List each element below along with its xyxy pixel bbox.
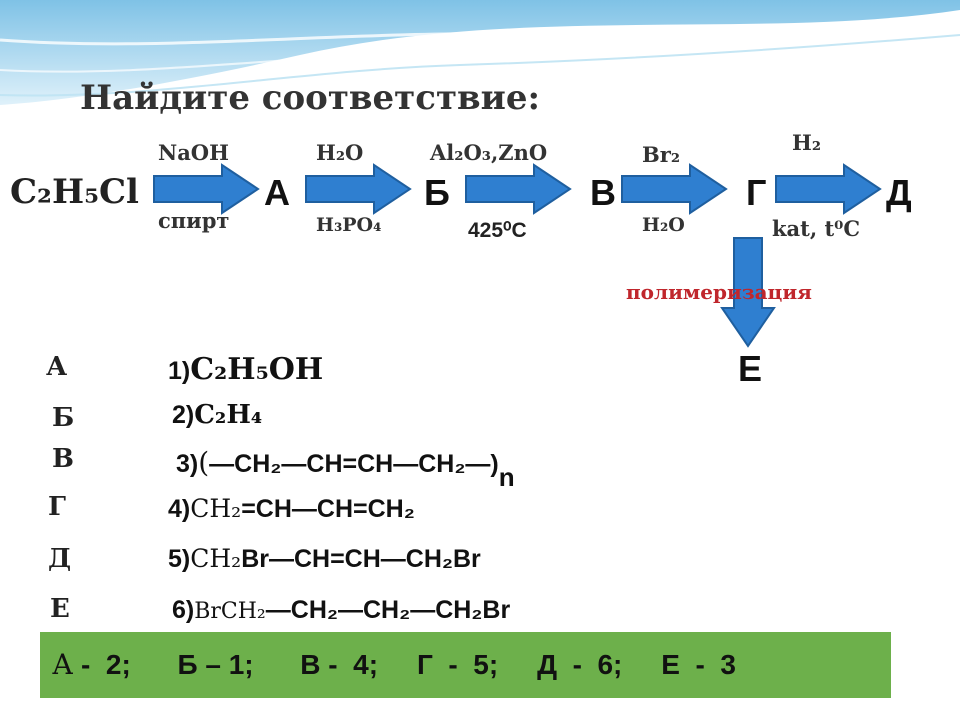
starting-compound: C₂H₅Cl bbox=[10, 172, 139, 212]
reaction-arrow-1-icon bbox=[153, 163, 260, 215]
node-e: Е bbox=[738, 348, 763, 389]
condition-top-3: Al₂O₃,ZnO bbox=[430, 140, 548, 165]
condition-bottom-2: H₃PO₄ bbox=[316, 214, 382, 236]
option-2: 2)C₂H₄ bbox=[172, 400, 262, 430]
node-a: А bbox=[264, 172, 290, 213]
option-6: 6)BrCH₂—CH₂—CH₂—CH₂Br bbox=[172, 596, 510, 625]
option-6-num: 6) bbox=[172, 596, 195, 624]
option-4-formula: =CH—CH=CH₂ bbox=[241, 495, 415, 523]
condition-bottom-5: kat, t⁰C bbox=[772, 216, 861, 241]
option-5-formula: Br—CH=CH—CH₂Br bbox=[241, 545, 481, 573]
condition-top-5: H₂ bbox=[792, 130, 822, 155]
letter-e: Е bbox=[50, 594, 70, 624]
option-4-num: 4) bbox=[168, 495, 191, 523]
option-4: 4)CH₂=CH—CH=CH₂ bbox=[168, 494, 415, 524]
letter-g: Г bbox=[48, 492, 66, 522]
reaction-arrow-5-icon bbox=[775, 163, 882, 215]
reaction-arrow-4-icon bbox=[621, 163, 728, 215]
condition-top-4: Br₂ bbox=[642, 142, 681, 167]
node-v: В bbox=[590, 172, 616, 213]
answer-text: А - 2; Б – 1; В - 4; Г - 5; Д - 6; Е - 3 bbox=[52, 648, 736, 681]
condition-bottom-3: 425⁰С bbox=[468, 219, 527, 242]
page-title: Найдите соответствие: bbox=[80, 78, 541, 118]
reaction-arrow-3-icon bbox=[465, 163, 572, 215]
answer-letter-a: А bbox=[52, 648, 74, 681]
option-3-subscript: n bbox=[498, 462, 515, 492]
option-4-prefix: CH₂ bbox=[190, 494, 242, 523]
option-1-num: 1) bbox=[168, 357, 191, 385]
option-6-prefix: BrCH₂ bbox=[194, 599, 266, 624]
condition-bottom-4: H₂O bbox=[642, 214, 685, 236]
answer-rest: - 2; Б – 1; В - 4; Г - 5; Д - 6; Е - 3 bbox=[73, 649, 736, 680]
condition-top-1: NaOH bbox=[158, 140, 229, 165]
node-b: Б bbox=[424, 172, 450, 213]
wave-header-decoration bbox=[0, 0, 960, 150]
option-1-formula: C₂H₅OH bbox=[190, 352, 324, 387]
option-5-num: 5) bbox=[168, 545, 191, 573]
letter-a: А bbox=[46, 352, 68, 382]
option-1: 1)C₂H₅OH bbox=[168, 352, 323, 387]
polymerization-arrow-icon bbox=[720, 237, 776, 348]
option-3-num: 3) bbox=[176, 450, 199, 478]
option-2-num: 2) bbox=[172, 401, 195, 429]
option-6-formula: —CH₂—CH₂—CH₂Br bbox=[265, 596, 511, 624]
node-d: Д bbox=[886, 172, 912, 213]
answer-bar bbox=[40, 632, 891, 698]
letter-d: Д bbox=[48, 544, 72, 574]
option-3-formula: —CH₂—CH=CH—CH₂—) bbox=[209, 450, 499, 478]
letter-b: Б bbox=[52, 403, 75, 433]
reaction-arrow-2-icon bbox=[305, 163, 412, 215]
option-2-formula: C₂H₄ bbox=[194, 400, 263, 430]
option-3: 3)(—CH₂—CH=CH—CH₂—)n bbox=[176, 446, 515, 492]
node-g: Г bbox=[746, 172, 767, 213]
option-5: 5)CH₂Br—CH=CH—CH₂Br bbox=[168, 544, 481, 574]
polymerization-label: полимеризация bbox=[626, 280, 812, 304]
condition-bottom-1: спирт bbox=[158, 208, 230, 233]
condition-top-2: H₂O bbox=[316, 140, 364, 165]
option-5-prefix: CH₂ bbox=[190, 544, 242, 573]
option-3-open-paren: ( bbox=[198, 446, 210, 479]
letter-v: В bbox=[52, 444, 74, 474]
